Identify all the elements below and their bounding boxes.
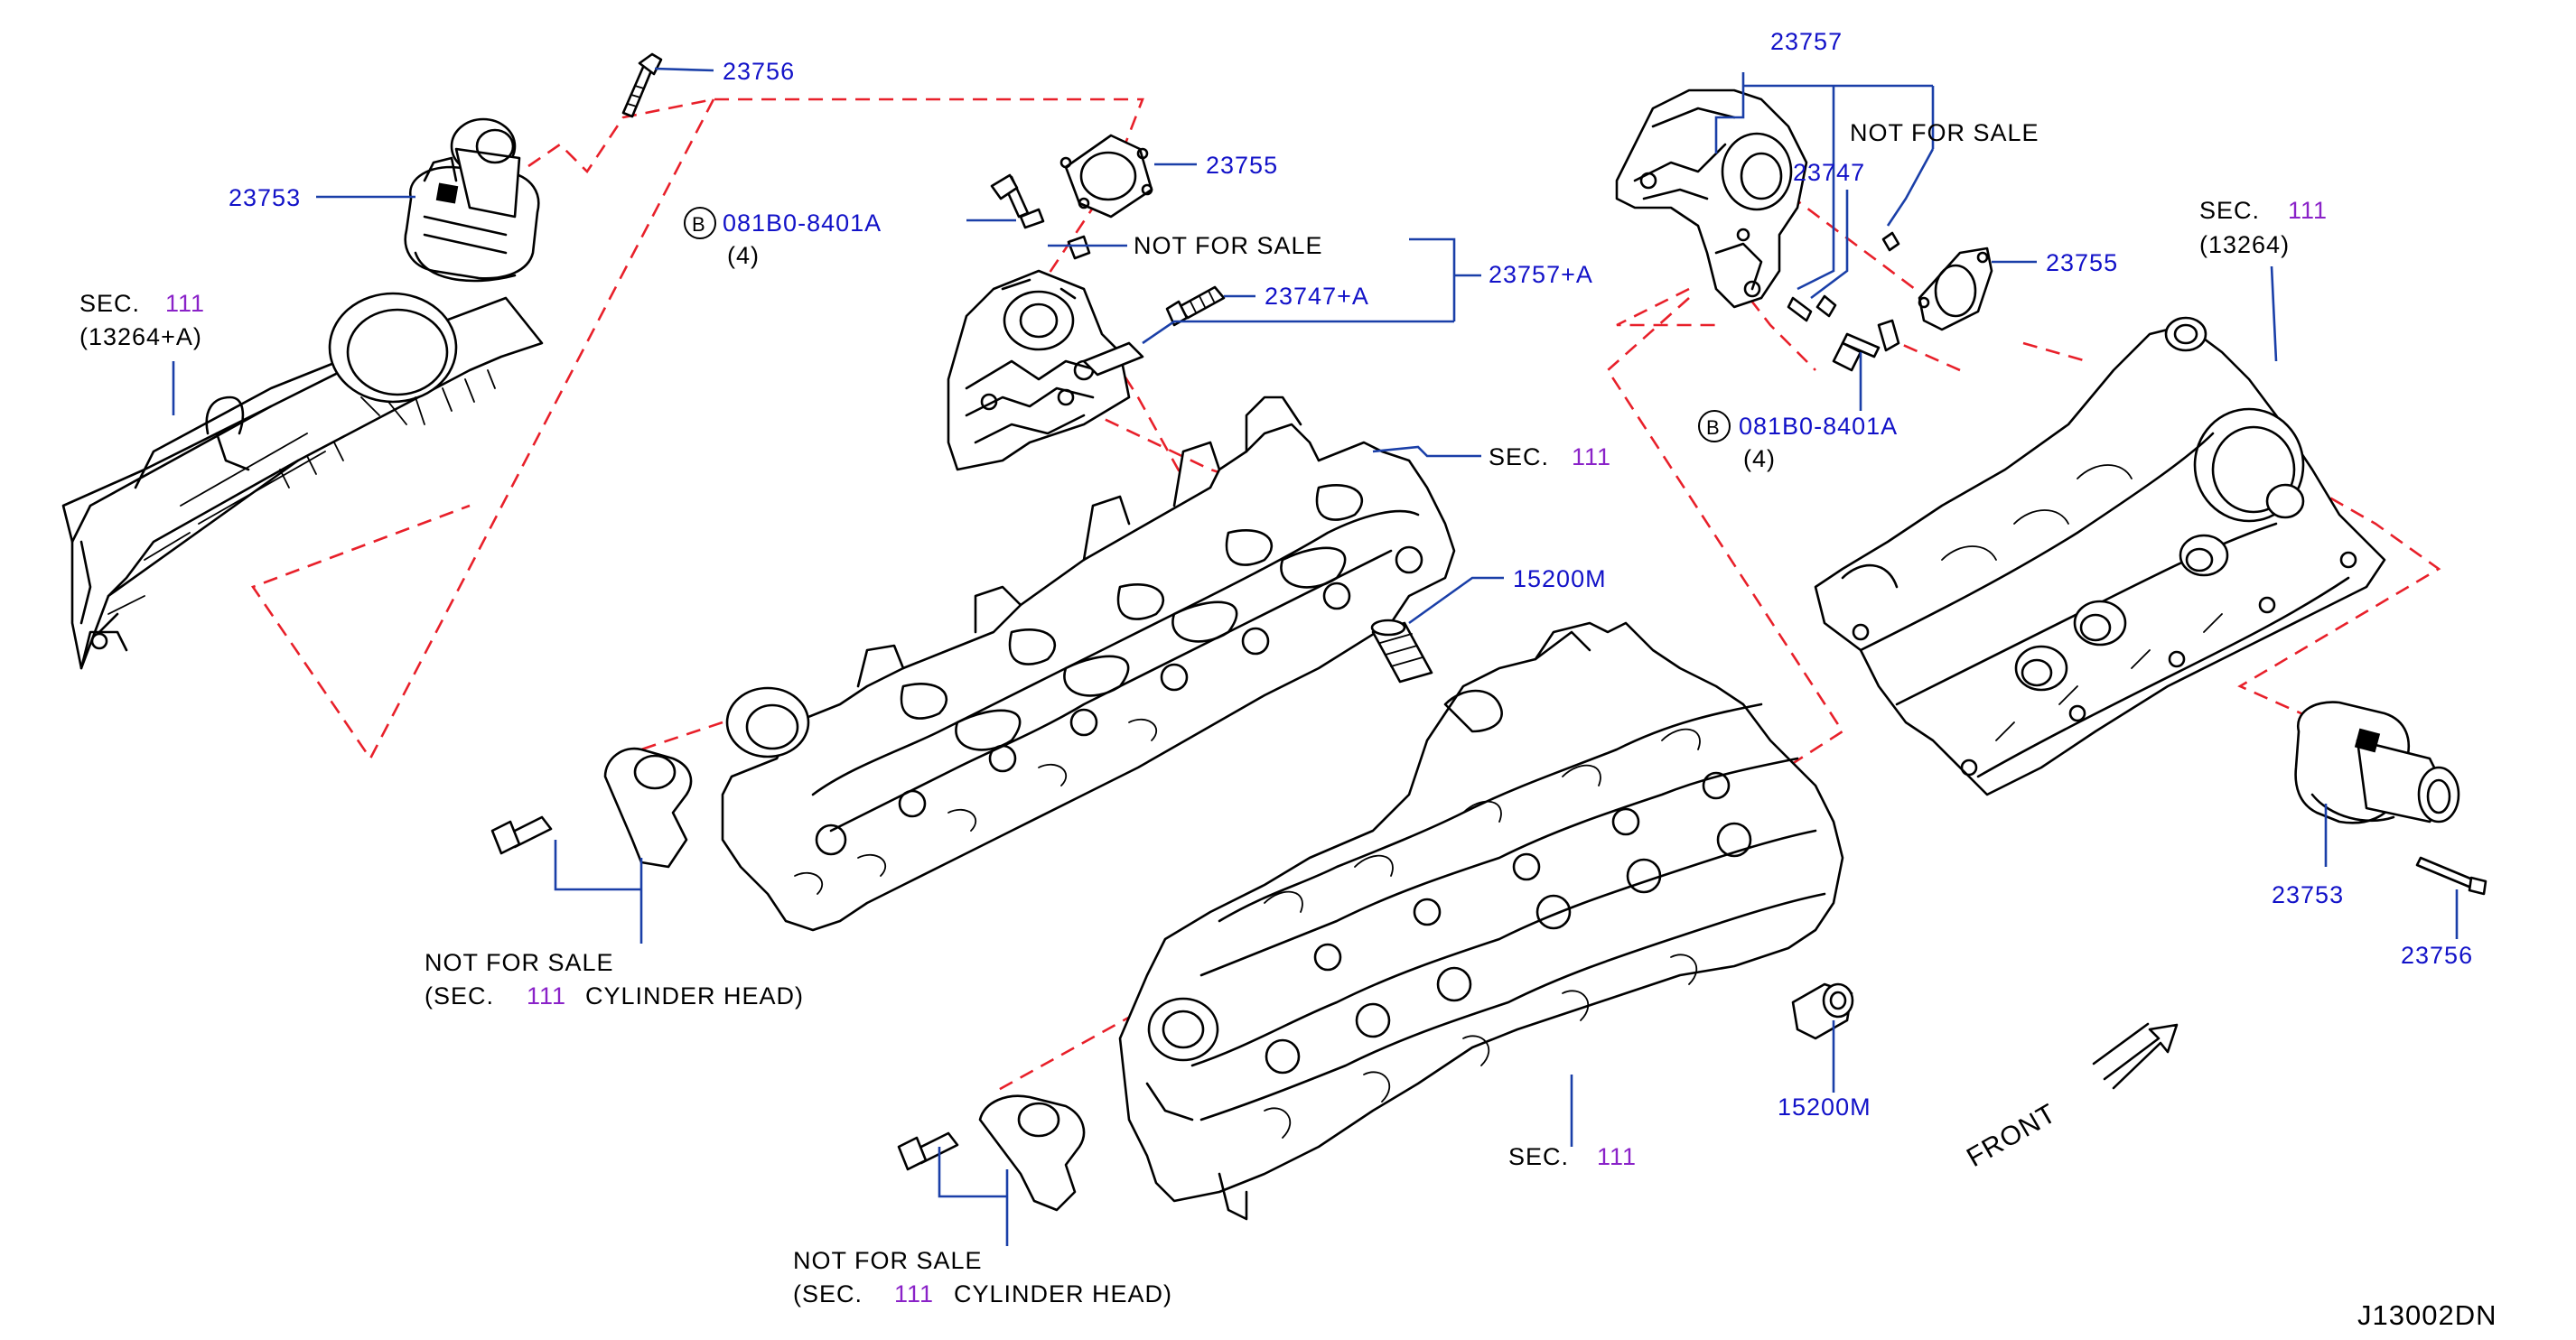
left-cylinder-head (721, 395, 1456, 932)
right-cover-sec-code: (13264) (2199, 231, 2290, 258)
left-bolt-qty: (4) (727, 242, 760, 269)
left-nfs-label: NOT FOR SALE (1134, 232, 1323, 259)
left-sensor-sec-open: (SEC. (425, 982, 494, 1010)
right-bolt-qty: (4) (1743, 445, 1776, 472)
right-strainer-part-number: 15200M (1778, 1093, 1871, 1121)
left-sensor-sec-rest: CYLINDER HEAD) (585, 982, 804, 1010)
right-bolt-ref: 081B0-8401A (1739, 413, 1898, 440)
left-gasket-part-number: 23755 (1206, 152, 1278, 179)
right-cover-sec-number: 111 (2288, 197, 2328, 224)
right-valve-cover (1814, 316, 2386, 796)
center-sensor (897, 1094, 1086, 1212)
left-bolt-part-number: 23756 (723, 58, 795, 85)
left-valve-bolt (1165, 285, 1226, 327)
right-strainer-15200M (1791, 982, 1854, 1040)
left-cover-sec-number: 111 (165, 290, 205, 317)
left-sensor-nfs: NOT FOR SALE (425, 949, 614, 976)
left-sensor-sec-number: 111 (527, 982, 566, 1010)
left-head-sec-number: 111 (1572, 443, 1611, 470)
leader-lines (172, 67, 2459, 1246)
right-bolt-part-number: 23756 (2401, 942, 2473, 969)
right-cover-sec-label: SEC. (2199, 197, 2260, 224)
right-valve-body (1615, 88, 1808, 309)
center-sensor-sec-rest: CYLINDER HEAD) (954, 1280, 1172, 1307)
left-cover-sec-label: SEC. (79, 290, 140, 317)
left-head-sec-label: SEC. (1489, 443, 1549, 470)
left-bolt-b-circle (684, 207, 716, 239)
left-strainer-15200M (1370, 619, 1433, 684)
left-sensor (490, 747, 693, 869)
right-gasket-23755 (1918, 247, 1993, 331)
center-cylinder-head (1118, 621, 1844, 1221)
left-gasket-23755 (1059, 134, 1153, 219)
right-valve-assy-part-number: 23757 (1770, 28, 1843, 55)
right-gasket-part-number: 23755 (2046, 249, 2118, 276)
left-valve-assy-part-number: 23757+A (1489, 261, 1593, 288)
right-bolt-b-circle (1698, 410, 1731, 442)
right-bolts (1787, 231, 1900, 372)
front-label: FRONT (1962, 1098, 2061, 1173)
left-actuator-23753 (404, 117, 540, 283)
left-valve-part-number: 23747+A (1265, 283, 1369, 310)
diagram-id: J13002DN (2357, 1299, 2497, 1331)
left-bolt-ref: 081B0-8401A (723, 209, 882, 237)
left-bolt-b-letter: B (692, 213, 706, 236)
left-actuator-part-number: 23753 (229, 184, 301, 211)
left-small-bolt (990, 173, 1091, 260)
right-valve-part-number: 23747 (1793, 159, 1865, 186)
left-strainer-part-number: 15200M (1513, 565, 1607, 592)
left-bolt-23756 (621, 52, 663, 118)
left-valve-cover (61, 292, 544, 670)
center-sensor-sec-open: (SEC. (793, 1280, 863, 1307)
center-sensor-sec-number: 111 (894, 1280, 934, 1307)
left-cover-sec-code: (13264+A) (79, 323, 202, 350)
right-actuator-part-number: 23753 (2272, 881, 2344, 908)
center-head-sec-label: SEC. (1508, 1143, 1569, 1170)
left-valve-body (947, 269, 1144, 471)
right-actuator-23753 (2294, 701, 2460, 824)
right-bolt-b-letter: B (1706, 416, 1721, 439)
front-arrow (2092, 1022, 2179, 1090)
right-bolt-23756 (2415, 856, 2487, 896)
center-head-sec-number: 111 (1597, 1143, 1637, 1170)
center-sensor-nfs: NOT FOR SALE (793, 1247, 983, 1274)
right-nfs-label: NOT FOR SALE (1850, 119, 2039, 146)
